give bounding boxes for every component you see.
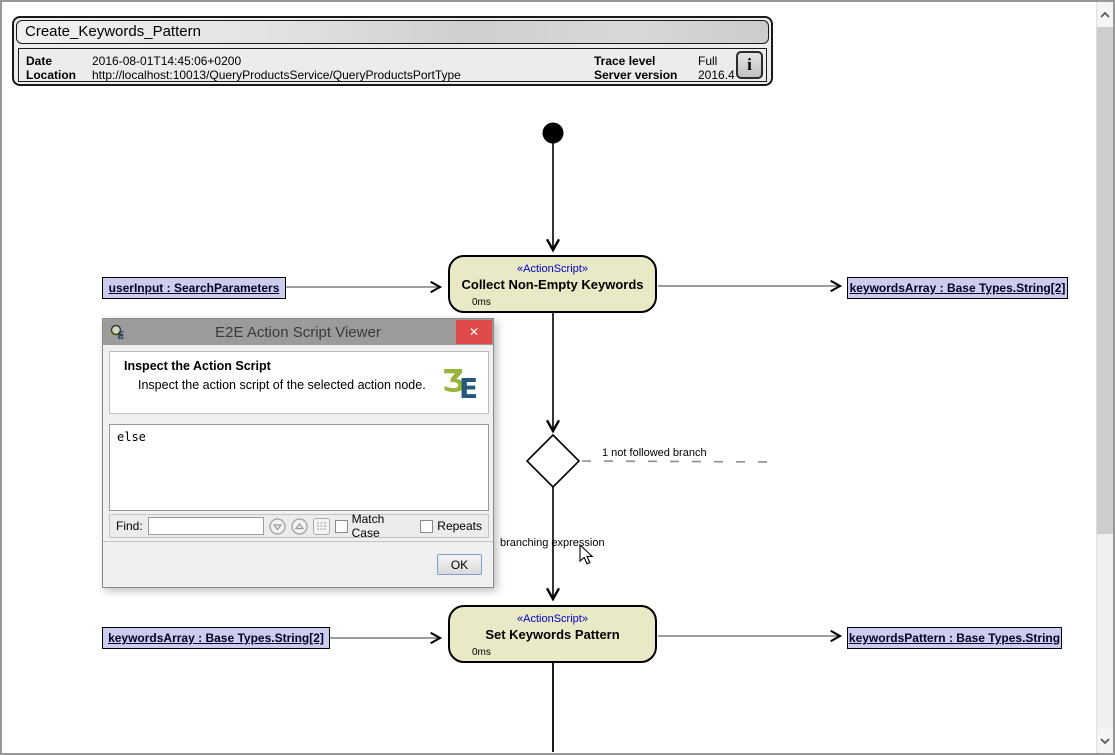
trace-level-value: Full	[698, 54, 718, 68]
vertical-scrollbar[interactable]	[1096, 2, 1113, 753]
action-node-set[interactable]: «ActionScript» Set Keywords Pattern 0ms	[448, 605, 657, 663]
find-label: Find:	[116, 519, 143, 533]
not-followed-branch-label: 1 not followed branch	[602, 447, 707, 459]
close-icon[interactable]: ✕	[456, 320, 492, 344]
dialog-heading: Inspect the Action Script	[124, 359, 271, 373]
duration-label: 0ms	[472, 647, 491, 658]
find-previous-icon[interactable]	[291, 517, 308, 535]
date-value: 2016-08-01T14:45:06+0200	[92, 54, 242, 68]
trace-title: Create_Keywords_Pattern	[16, 20, 769, 44]
action-name: Collect Non-Empty Keywords	[461, 277, 644, 292]
trace-header-box: Create_Keywords_Pattern Date 2016-08-01T…	[12, 16, 773, 86]
e2e-logo-icon: Ʒ E	[442, 364, 478, 402]
initial-node	[542, 122, 564, 144]
mouse-cursor	[579, 544, 594, 565]
repeats-checkbox[interactable]	[420, 519, 434, 533]
branching-expression-label: branching expression	[500, 537, 605, 549]
decision-node[interactable]	[525, 433, 581, 489]
date-label: Date	[26, 54, 53, 68]
svg-text:Ʒ: Ʒ	[442, 364, 465, 399]
dialog-description: Inspect the action script of the selecte…	[138, 378, 426, 392]
object-node-keywordsarray-out[interactable]: keywordsArray : Base Types.String[2]	[847, 277, 1068, 299]
server-version-value: 2016.4	[698, 68, 735, 82]
dialog-separator	[103, 541, 493, 542]
scroll-down-icon[interactable]	[1097, 728, 1113, 753]
object-node-userinput[interactable]: userInput : SearchParameters	[102, 277, 286, 299]
script-text-area[interactable]: else	[109, 424, 489, 511]
stereotype-label: «ActionScript»	[517, 263, 588, 275]
duration-label: 0ms	[472, 297, 491, 308]
dialog-header-panel: Inspect the Action Script Inspect the ac…	[109, 351, 489, 414]
server-version-label: Server version	[594, 68, 678, 82]
match-case-checkbox[interactable]	[334, 519, 348, 533]
e2e-magnifier-icon: Ʒ E	[110, 324, 125, 341]
find-input[interactable]	[147, 517, 264, 535]
repeats-label: Repeats	[437, 519, 482, 533]
match-case-label: Match Case	[351, 512, 385, 540]
location-value: http://localhost:10013/QueryProductsServ…	[92, 68, 461, 82]
stereotype-label: «ActionScript»	[517, 613, 588, 625]
trace-info-panel: Date 2016-08-01T14:45:06+0200 Location h…	[18, 48, 767, 82]
dialog-title: E2E Action Script Viewer	[215, 323, 381, 341]
svg-text:E: E	[459, 372, 478, 402]
trace-level-label: Trace level	[594, 54, 656, 68]
location-label: Location	[26, 68, 76, 82]
find-next-icon[interactable]	[269, 517, 286, 535]
object-node-keywordspattern[interactable]: keywordsPattern : Base Types.String	[847, 627, 1062, 649]
object-node-keywordsarray-in[interactable]: keywordsArray : Base Types.String[2]	[102, 627, 330, 649]
dialog-title-bar[interactable]: Ʒ E E2E Action Script Viewer ✕	[103, 319, 493, 345]
scroll-up-icon[interactable]	[1097, 2, 1113, 27]
action-script-viewer-dialog: Ʒ E E2E Action Script Viewer ✕ Inspect t…	[102, 318, 494, 588]
info-button[interactable]: i	[736, 51, 763, 79]
action-node-collect[interactable]: «ActionScript» Collect Non-Empty Keyword…	[448, 255, 657, 313]
highlight-all-icon[interactable]	[312, 517, 330, 535]
action-name: Set Keywords Pattern	[485, 627, 620, 642]
scrollbar-thumb[interactable]	[1097, 27, 1113, 534]
find-bar: Find: Match Case Repeats	[109, 512, 489, 540]
edge-not-followed-branch	[581, 460, 780, 463]
ok-button[interactable]: OK	[437, 554, 482, 575]
